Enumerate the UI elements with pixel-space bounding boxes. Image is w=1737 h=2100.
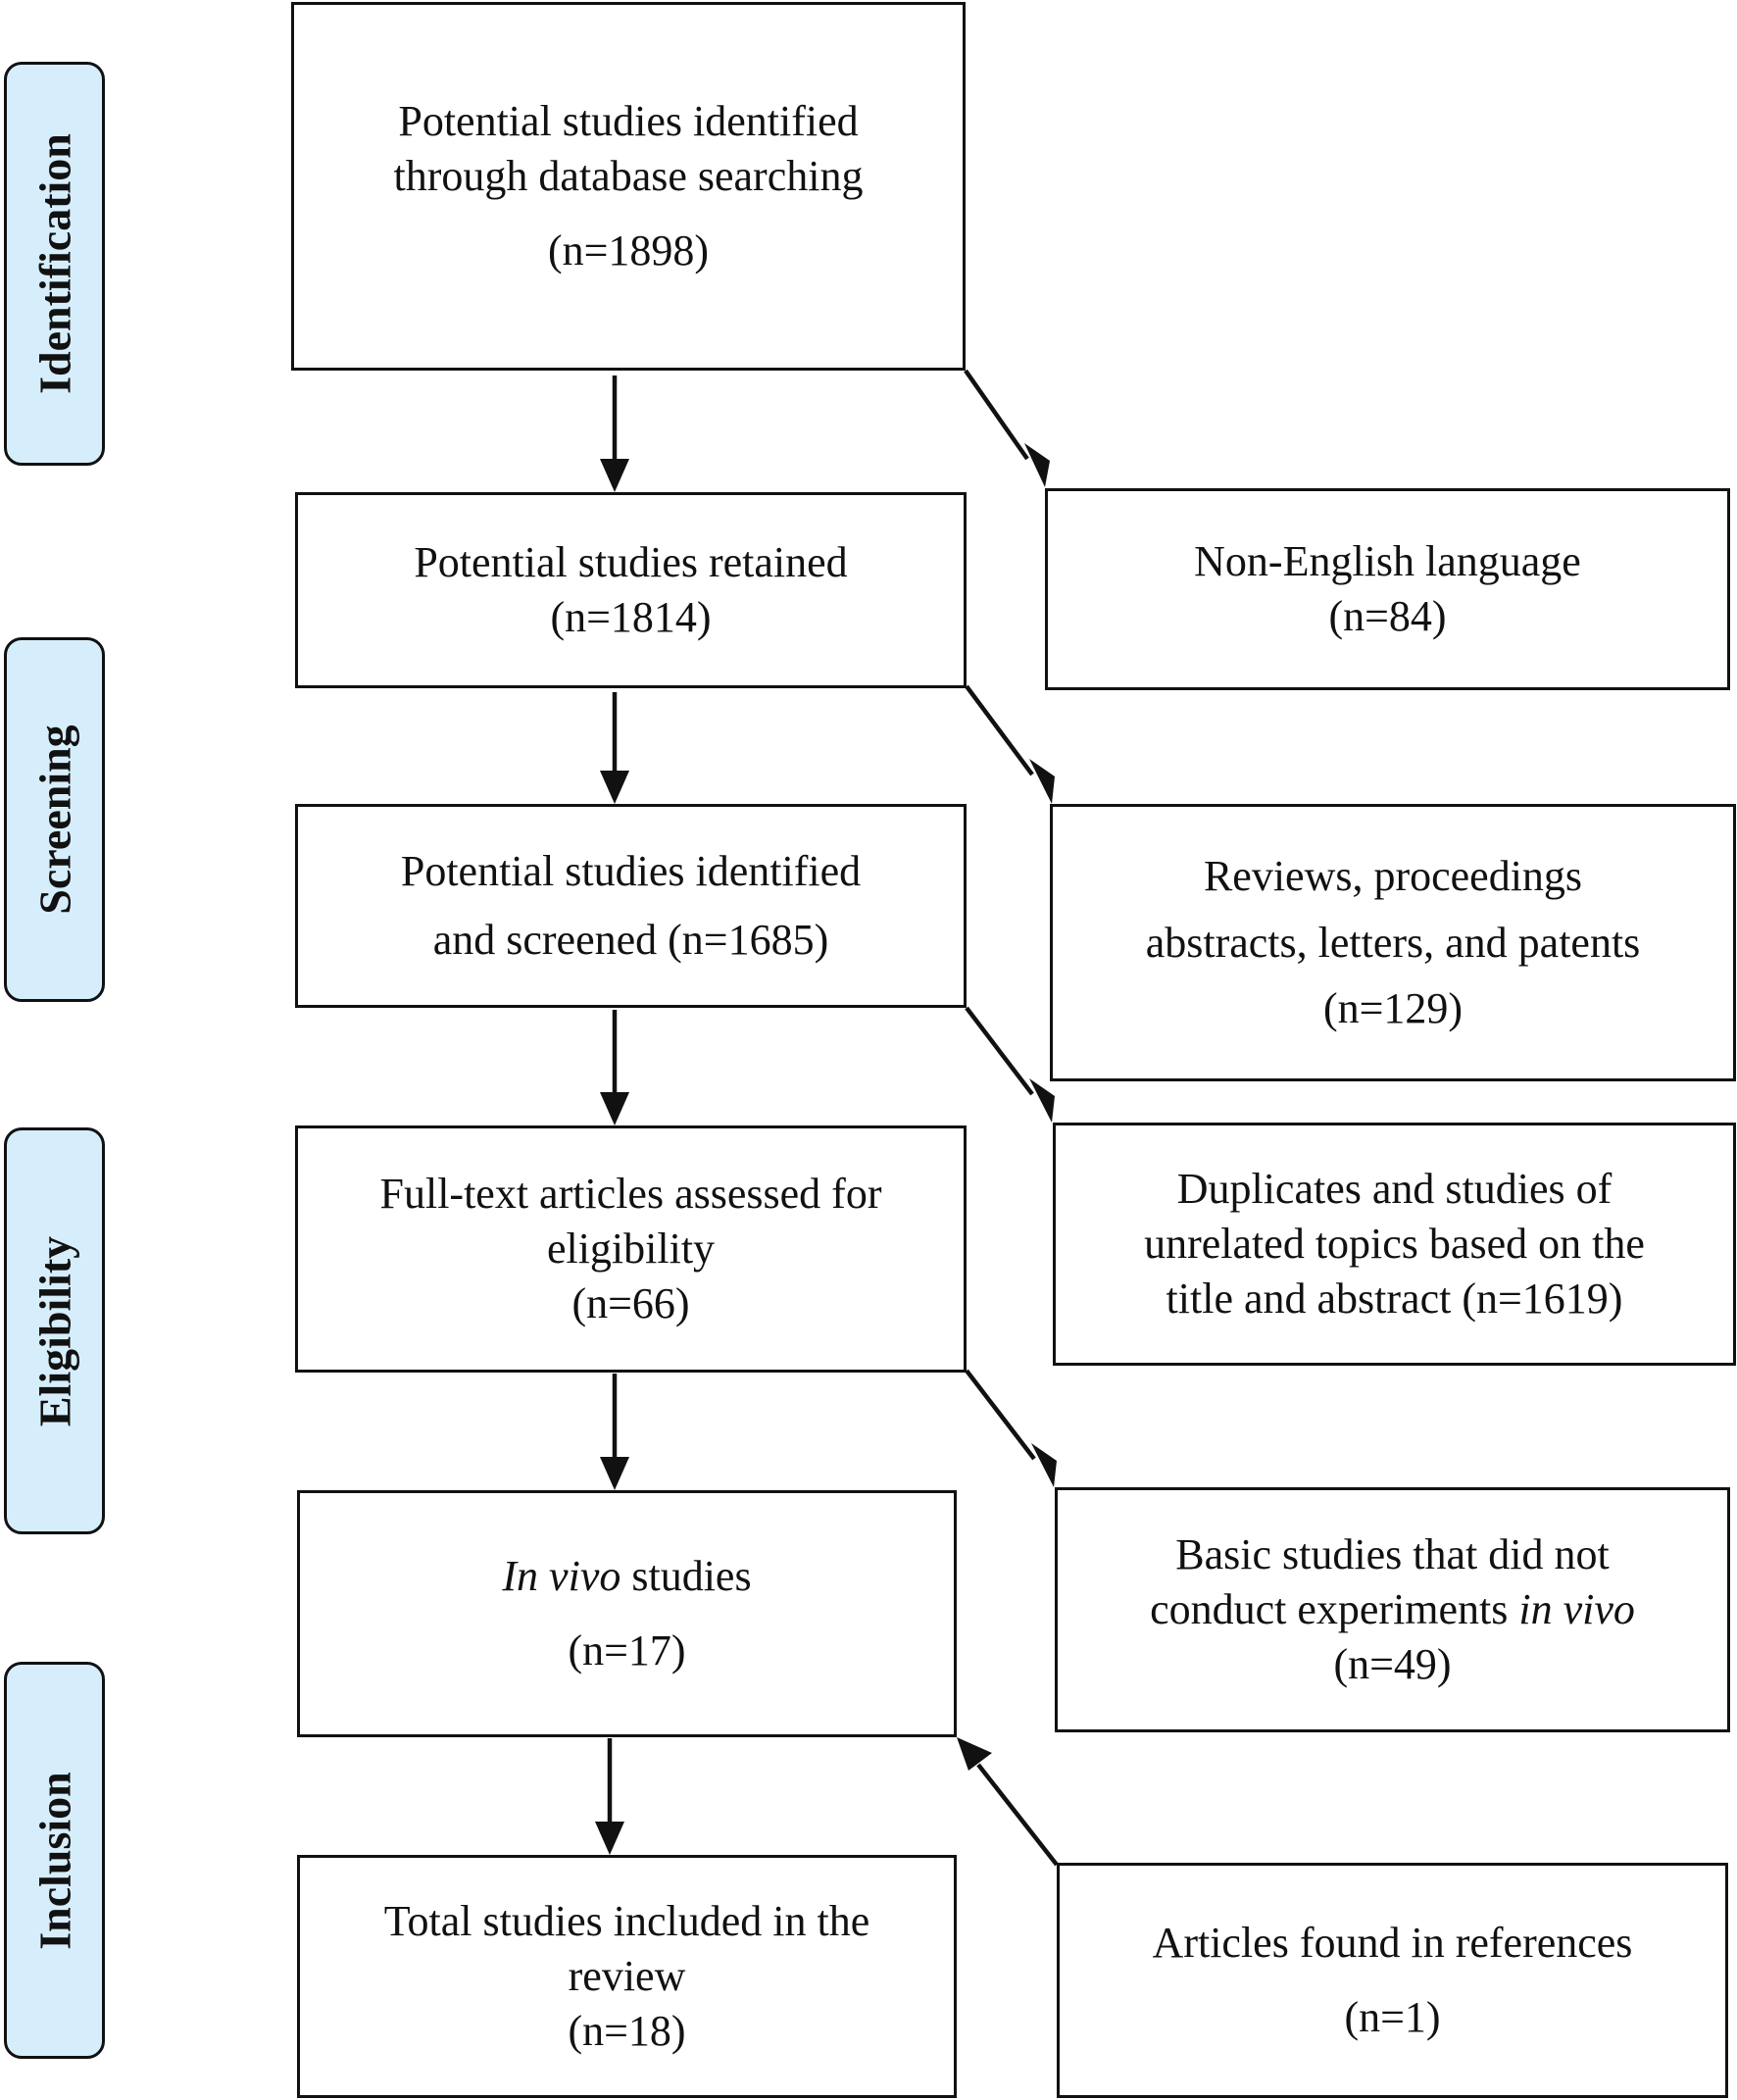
arrow-screened-to-duplicates [965, 1006, 1055, 1123]
box-in-vivo: In vivo studies (n=17) [297, 1490, 957, 1737]
box-non-english-count: (n=84) [1328, 592, 1447, 640]
box-reviews-line2: abstracts, letters, and patents [1145, 918, 1641, 967]
box-identified-line1: Potential studies identified [398, 97, 859, 146]
box-references: Articles found in references (n=1) [1057, 1863, 1728, 2098]
arrow-fulltext-to-basic [965, 1369, 1057, 1487]
box-retained-line1: Potential studies retained [414, 538, 848, 587]
box-in-vivo-italic: In vivo [502, 1552, 621, 1601]
box-identified: Potential studies identified through dat… [291, 2, 966, 371]
box-duplicates: Duplicates and studies of unrelated topi… [1053, 1123, 1736, 1366]
box-screened-line2: and screened (n=1685) [432, 916, 829, 964]
box-total-line2: review [568, 1952, 686, 2001]
box-duplicates-line2: unrelated topics based on the [1144, 1220, 1645, 1269]
box-basic-count: (n=49) [1333, 1639, 1452, 1688]
box-screened-line1: Potential studies identified [400, 847, 862, 896]
box-non-english: Non-English language (n=84) [1045, 488, 1730, 690]
box-basic-line2-prefix: conduct experiments [1150, 1585, 1519, 1634]
box-duplicates-line1: Duplicates and studies of [1176, 1165, 1613, 1214]
box-references-count: (n=1) [1344, 1993, 1441, 2041]
arrow-fulltext-to-in-vivo [600, 1374, 629, 1490]
box-references-line1: Articles found in references [1152, 1919, 1633, 1968]
box-fulltext-count: (n=66) [571, 1278, 690, 1327]
box-fulltext-line1: Full-text articles assessed for [379, 1170, 882, 1219]
box-in-vivo-line1: In vivo studies [502, 1549, 751, 1604]
box-retained: Potential studies retained (n=1814) [295, 492, 967, 688]
box-reviews-count: (n=129) [1322, 984, 1464, 1033]
arrow-retained-to-reviews [965, 684, 1055, 804]
phase-screening: Screening [4, 637, 105, 1002]
phase-inclusion: Inclusion [4, 1662, 105, 2059]
phase-identification: Identification [4, 62, 105, 466]
box-reviews: Reviews, proceedings abstracts, letters,… [1050, 804, 1736, 1081]
box-total-line1: Total studies included in the [383, 1897, 870, 1946]
box-total: Total studies included in the review (n=… [297, 1855, 957, 2098]
arrow-identified-to-non-english [964, 369, 1050, 487]
box-basic-line2-italic: in vivo [1518, 1585, 1635, 1634]
box-in-vivo-count: (n=17) [568, 1626, 686, 1675]
box-duplicates-line3: title and abstract (n=1619) [1166, 1274, 1623, 1323]
box-retained-count: (n=1814) [550, 593, 712, 641]
arrow-identified-to-retained [600, 375, 629, 492]
box-non-english-line1: Non-English language [1194, 537, 1581, 586]
box-identified-line2: through database searching [393, 152, 864, 201]
arrow-references-to-in-vivo [957, 1737, 1059, 1867]
box-basic: Basic studies that did not conduct exper… [1055, 1487, 1730, 1732]
phase-eligibility: Eligibility [4, 1127, 105, 1534]
box-reviews-line1: Reviews, proceedings [1203, 851, 1583, 900]
box-in-vivo-rest: studies [620, 1552, 752, 1601]
arrow-screened-to-fulltext [600, 1010, 629, 1125]
box-screened: Potential studies identified and screene… [295, 804, 967, 1008]
arrow-in-vivo-to-total [595, 1738, 624, 1855]
box-fulltext-line2: eligibility [546, 1225, 716, 1274]
box-total-count: (n=18) [568, 2006, 686, 2055]
box-basic-line1: Basic studies that did not [1175, 1530, 1610, 1579]
arrow-retained-to-screened [600, 692, 629, 804]
box-fulltext: Full-text articles assessed for eligibil… [295, 1125, 967, 1373]
box-identified-count: (n=1898) [547, 225, 710, 275]
box-basic-line2: conduct experiments in vivo [1150, 1582, 1635, 1637]
